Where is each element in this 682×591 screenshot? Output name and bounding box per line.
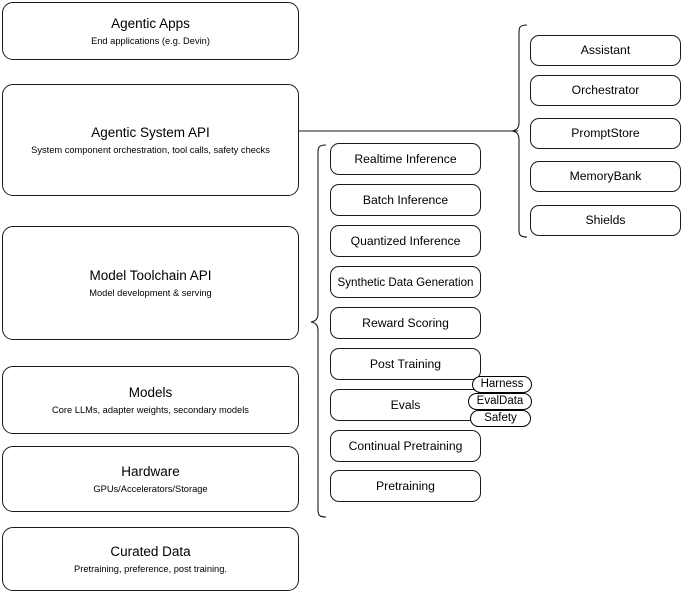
capability-evals[interactable]: Evals [330,389,481,421]
component-label: MemoryBank [569,169,642,183]
capability-quantized-inference[interactable]: Quantized Inference [330,225,481,257]
component-label: Assistant [580,43,631,57]
component-label: Orchestrator [571,83,640,97]
component-label: PromptStore [571,126,640,140]
layer-hardware[interactable]: Hardware GPUs/Accelerators/Storage [2,446,299,512]
capability-batch-inference[interactable]: Batch Inference [330,184,481,216]
capability-continual-pretraining[interactable]: Continual Pretraining [330,430,481,462]
capability-realtime-inference[interactable]: Realtime Inference [330,143,481,175]
capability-label: Reward Scoring [362,315,449,330]
capability-reward-scoring[interactable]: Reward Scoring [330,307,481,339]
component-orchestrator[interactable]: Orchestrator [530,75,681,106]
layer-title: Models [128,384,173,400]
layer-subtitle: End applications (e.g. Devin) [91,35,210,46]
layer-title: Agentic System API [91,124,210,140]
layer-agentic-apps[interactable]: Agentic Apps End applications (e.g. Devi… [2,2,299,60]
layer-title: Agentic Apps [111,15,190,31]
capability-label: Synthetic Data Generation [337,275,474,289]
component-label: Shields [585,213,626,227]
eval-badge-safety[interactable]: Safety [470,410,531,427]
layer-model-toolchain-api[interactable]: Model Toolchain API Model development & … [2,226,299,340]
layer-subtitle: Core LLMs, adapter weights, secondary mo… [52,404,249,415]
layer-subtitle: System component orchestration, tool cal… [31,144,270,155]
component-memorybank[interactable]: MemoryBank [530,161,681,192]
capability-label: Post Training [369,356,442,371]
capability-post-training[interactable]: Post Training [330,348,481,380]
brace-toolchain-capabilities [310,144,327,518]
eval-badge-label: Harness [480,378,524,390]
layer-curated-data[interactable]: Curated Data Pretraining, preference, po… [2,527,299,591]
eval-badge-harness[interactable]: Harness [472,376,532,393]
component-shields[interactable]: Shields [530,205,681,236]
layer-models[interactable]: Models Core LLMs, adapter weights, secon… [2,366,299,434]
component-promptstore[interactable]: PromptStore [530,118,681,149]
capability-label: Pretraining [376,478,435,493]
layer-subtitle: Pretraining, preference, post training. [74,563,227,574]
component-assistant[interactable]: Assistant [530,35,681,66]
layer-title: Model Toolchain API [89,267,212,283]
layer-subtitle: Model development & serving [89,287,212,298]
brace-system-components [511,24,528,238]
eval-badge-evaldata[interactable]: EvalData [468,393,532,410]
layer-subtitle: GPUs/Accelerators/Storage [93,483,208,494]
capability-label: Batch Inference [362,192,449,207]
capability-label: Quantized Inference [350,233,461,248]
layer-agentic-system-api[interactable]: Agentic System API System component orch… [2,84,299,196]
eval-badge-label: Safety [484,412,517,424]
layer-title: Hardware [121,463,180,479]
capability-synthetic-data-generation[interactable]: Synthetic Data Generation [330,266,481,298]
capability-label: Continual Pretraining [348,438,463,453]
capability-label: Evals [390,397,421,412]
eval-badge-label: EvalData [476,395,524,407]
layer-title: Curated Data [110,543,191,559]
capability-label: Realtime Inference [354,151,457,166]
capability-pretraining[interactable]: Pretraining [330,470,481,502]
